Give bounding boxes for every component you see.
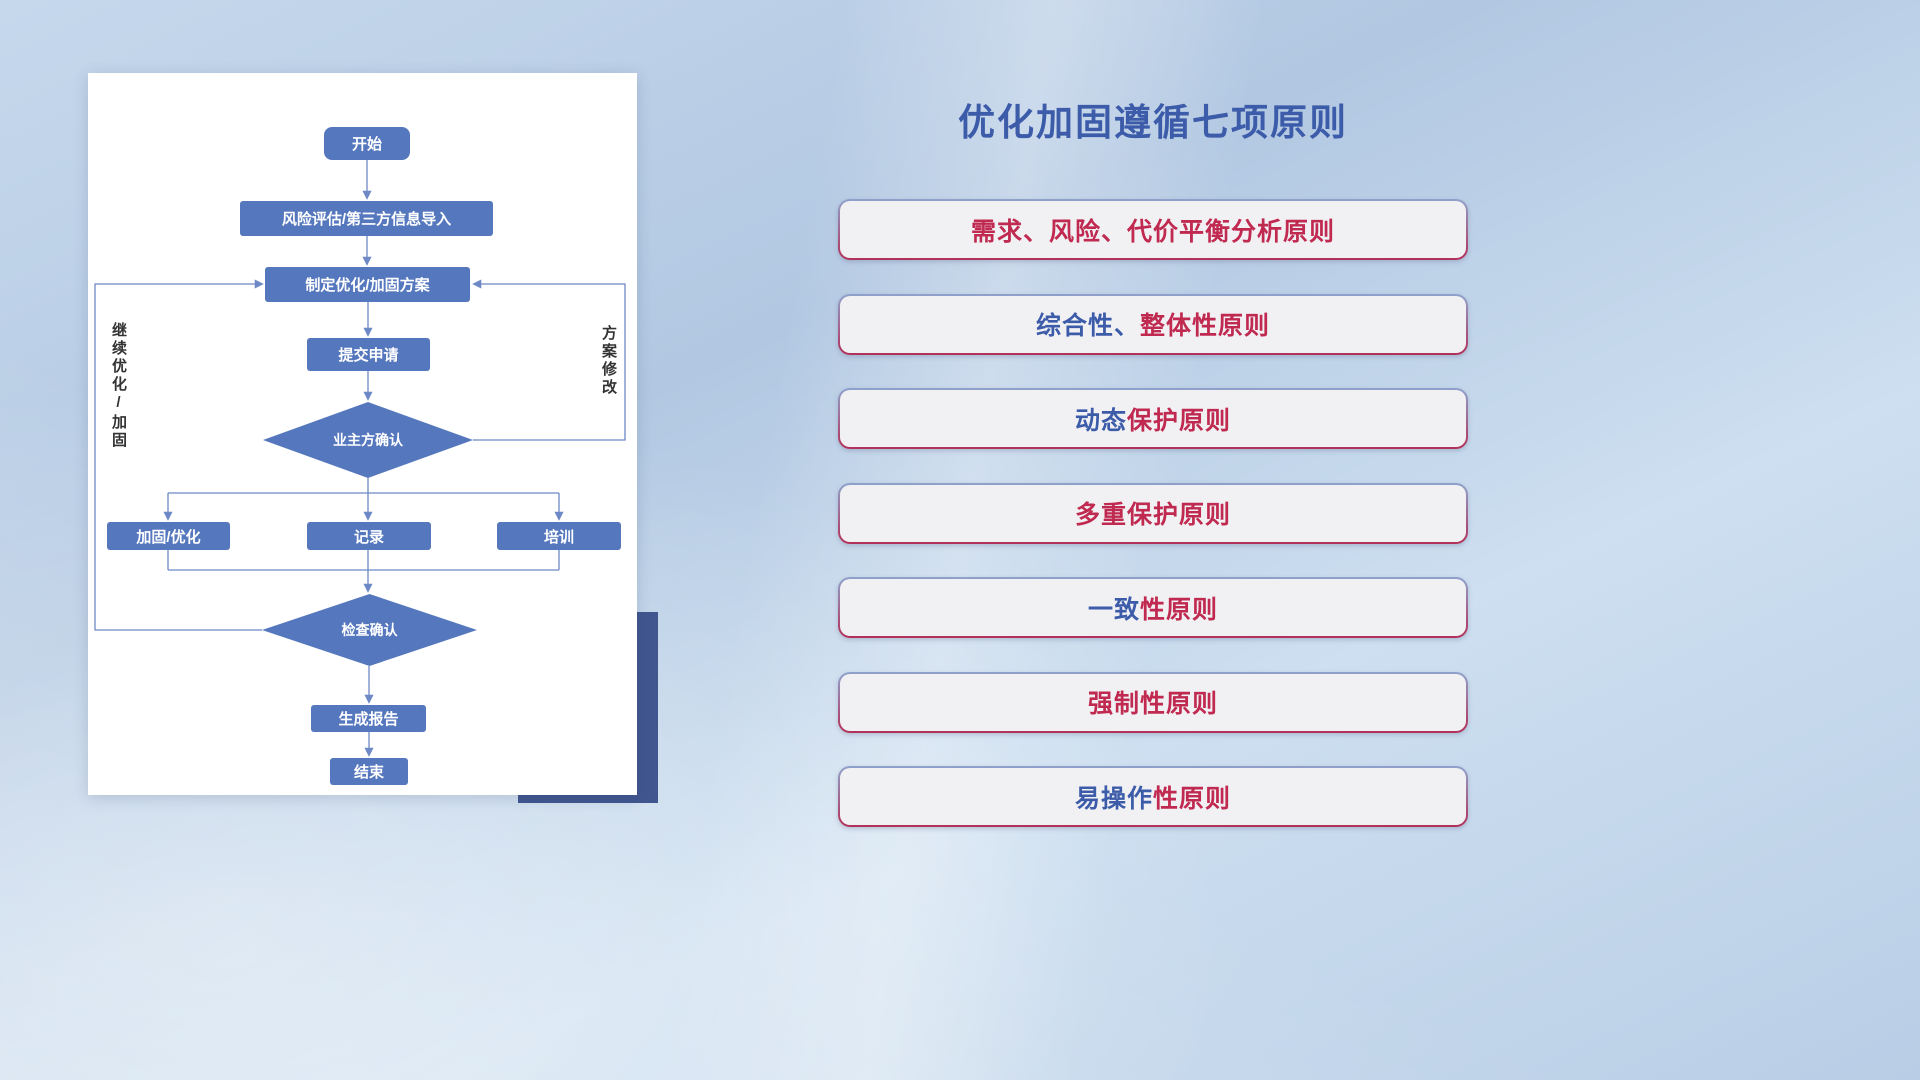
principle-card: 易操作性原则	[838, 766, 1468, 827]
principle-text-segment: 多重保护原则	[1074, 501, 1231, 529]
flow-node-risk-import: 风险评估/第三方信息导入	[240, 201, 493, 236]
principle-card: 一致性原则	[838, 577, 1468, 638]
page-title: 优化加固遵循七项原则	[958, 102, 1348, 143]
flowchart-card: 开始 风险评估/第三方信息导入 制定优化/加固方案 提交申请 业主方确认 加固/…	[88, 73, 637, 795]
principle-text-segment: 综合性、	[1035, 312, 1140, 340]
principle-text-segment: 需求、风险、代价平衡分析原则	[970, 217, 1335, 246]
principle-text-segment: 一致	[1087, 595, 1140, 624]
principle-card: 综合性、整体性原则	[838, 294, 1468, 355]
flow-node-start: 开始	[324, 127, 410, 160]
principles-list: 需求、风险、代价平衡分析原则综合性、整体性原则动态保护原则多重保护原则一致性原则…	[838, 199, 1468, 827]
principle-text-segment: 性原则	[1140, 595, 1219, 624]
principle-text-segment: 保护原则	[1127, 406, 1232, 435]
flow-node-end: 结束	[330, 758, 408, 785]
principle-text-segment: 性原则	[1153, 784, 1232, 813]
principle-text-segment: 动态	[1074, 406, 1127, 435]
principle-text-segment: 强制性原则	[1087, 690, 1218, 718]
flow-node-report: 生成报告	[311, 705, 426, 732]
flow-connectors	[94, 160, 626, 757]
principle-card: 动态保护原则	[838, 388, 1468, 449]
flow-node-reinforce: 加固/优化	[107, 522, 230, 550]
flow-node-submit: 提交申请	[307, 338, 430, 371]
principle-card: 强制性原则	[838, 672, 1468, 733]
principle-card: 需求、风险、代价平衡分析原则	[838, 199, 1468, 260]
principle-text-segment: 易操作	[1074, 784, 1153, 813]
flow-node-record: 记录	[307, 522, 431, 550]
principle-card: 多重保护原则	[838, 483, 1468, 544]
flow-label-modify-loop: 方案修改	[600, 325, 617, 397]
flow-label-continue-loop: 继续优化/加固	[110, 322, 127, 450]
flow-node-training: 培训	[497, 522, 621, 550]
flow-node-make-plan: 制定优化/加固方案	[265, 267, 470, 302]
principle-text-segment: 整体性原则	[1140, 312, 1271, 340]
